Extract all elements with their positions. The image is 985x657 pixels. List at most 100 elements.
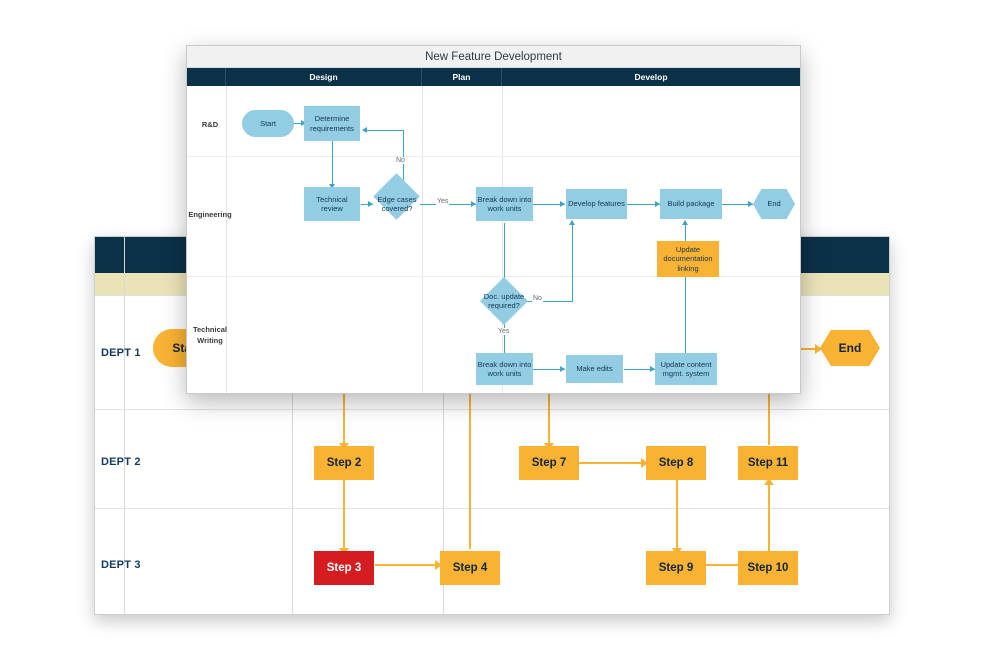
fg-connector bbox=[572, 223, 574, 302]
bg-node-step-7[interactable]: Step 7 bbox=[519, 446, 579, 480]
fg-arrowhead bbox=[650, 365, 655, 372]
bg-node-step-2[interactable]: Step 2 bbox=[314, 446, 374, 480]
fg-arrowhead bbox=[328, 184, 335, 189]
fg-edge-label-yes-docupdate: Yes bbox=[497, 328, 511, 335]
fg-node-line: Update bbox=[675, 244, 701, 254]
fg-node-update-documentation-linking[interactable]: Update documentation linking bbox=[657, 241, 719, 277]
bg-node-step-10[interactable]: Step 10 bbox=[738, 551, 798, 585]
fg-connector-no-loop bbox=[403, 130, 405, 182]
fg-node-line: Break down into bbox=[477, 359, 532, 369]
fg-column-divider bbox=[502, 86, 503, 393]
fg-node-line: Technical bbox=[316, 194, 348, 204]
fg-connector bbox=[525, 301, 573, 303]
bg-arrowhead bbox=[435, 560, 442, 570]
fg-connector bbox=[504, 322, 506, 358]
card-title: New Feature Development bbox=[187, 46, 800, 68]
fg-arrowhead bbox=[560, 365, 565, 372]
phase-header-plan: Plan bbox=[422, 68, 502, 86]
fg-node-start[interactable]: Start bbox=[242, 110, 294, 137]
bg-column-divider bbox=[292, 237, 293, 614]
new-feature-development-card[interactable]: New Feature Development Design Plan Deve… bbox=[186, 45, 801, 394]
fg-lane-label-techwriting-line2: Writing bbox=[197, 335, 223, 345]
fg-arrowhead bbox=[362, 126, 367, 133]
bg-node-step-8[interactable]: Step 8 bbox=[646, 446, 706, 480]
bg-lane-label-dept-2: DEPT 2 bbox=[101, 456, 141, 468]
fg-node-end[interactable]: End bbox=[753, 189, 795, 219]
bg-column-divider bbox=[124, 237, 125, 614]
bg-connector bbox=[768, 480, 770, 556]
bg-connector bbox=[579, 462, 647, 464]
fg-node-develop-features[interactable]: Develop features bbox=[566, 189, 627, 219]
fg-node-determine-requirements[interactable]: Determine requirements bbox=[304, 106, 360, 141]
bg-node-step-11[interactable]: Step 11 bbox=[738, 446, 798, 480]
fg-connector-no-loop bbox=[365, 130, 404, 132]
bg-node-step-9[interactable]: Step 9 bbox=[646, 551, 706, 585]
phase-header-blank bbox=[187, 68, 226, 86]
fg-node-line: Edge cases bbox=[377, 194, 417, 204]
bg-node-step-4[interactable]: Step 4 bbox=[440, 551, 500, 585]
fg-node-edge-cases-covered-label: Edge cases covered? bbox=[369, 192, 425, 216]
fg-column-divider bbox=[226, 86, 227, 393]
bg-connector bbox=[343, 362, 345, 450]
phase-header-row: Design Plan Develop bbox=[187, 68, 800, 86]
fg-node-line: work units bbox=[487, 369, 522, 378]
fg-lane-label-techwriting-line1: Technical bbox=[192, 325, 228, 334]
fg-connector bbox=[361, 204, 373, 206]
fg-connector bbox=[685, 255, 687, 359]
fg-node-line: Break down into bbox=[477, 194, 532, 204]
fg-edge-label-no-docupdate: No bbox=[532, 295, 543, 302]
fg-connector bbox=[532, 369, 565, 371]
fg-connector bbox=[685, 223, 687, 241]
bg-lane-label-dept-3: DEPT 3 bbox=[101, 559, 141, 571]
fg-node-doc-update-required-label: Doc. update required? bbox=[475, 289, 533, 313]
bg-connector bbox=[375, 564, 441, 566]
bg-arrowhead bbox=[815, 344, 822, 354]
bg-lane-divider bbox=[95, 508, 889, 509]
fg-connector bbox=[722, 204, 753, 206]
fg-arrowhead bbox=[681, 220, 688, 225]
fg-node-break-down-work-units-techwriting[interactable]: Break down into work units bbox=[476, 353, 533, 385]
fg-connector bbox=[293, 123, 305, 125]
fg-node-technical-review[interactable]: Technical review bbox=[304, 187, 360, 221]
fg-connector bbox=[624, 369, 655, 371]
phase-header-design: Design bbox=[226, 68, 422, 86]
fg-node-line: required? bbox=[488, 301, 520, 310]
fg-node-line: work units bbox=[487, 204, 522, 213]
bg-column-divider bbox=[443, 237, 444, 614]
fg-arrowhead bbox=[301, 119, 306, 126]
bg-lane-label-dept-1: DEPT 1 bbox=[101, 347, 141, 359]
fg-lane-label-engineering: Engineering bbox=[188, 210, 232, 219]
fg-node-line: covered? bbox=[381, 204, 413, 213]
fg-node-line: Determine bbox=[314, 114, 350, 124]
fg-arrowhead bbox=[748, 200, 753, 207]
fg-arrowhead bbox=[471, 200, 476, 207]
fg-node-build-package[interactable]: Build package bbox=[660, 189, 722, 219]
fg-connector bbox=[532, 204, 565, 206]
bg-lane-divider bbox=[95, 409, 889, 410]
fg-node-make-edits[interactable]: Make edits bbox=[566, 355, 623, 383]
fg-node-line: mgmt. system bbox=[662, 369, 710, 378]
bg-node-step-3[interactable]: Step 3 bbox=[314, 551, 374, 585]
fg-node-line: documentation bbox=[663, 254, 713, 264]
fg-node-line: Update content bbox=[660, 359, 712, 369]
bg-connector bbox=[795, 348, 821, 350]
fg-connector bbox=[504, 223, 506, 297]
fg-node-update-content-mgmt-system[interactable]: Update content mgmt. system bbox=[655, 353, 717, 385]
fg-connector bbox=[627, 204, 660, 206]
bg-node-end[interactable]: End bbox=[820, 330, 880, 366]
fg-edge-label-no-edgecases: No bbox=[395, 157, 406, 164]
fg-node-line: review bbox=[321, 204, 343, 213]
fg-node-line: requirements bbox=[310, 123, 354, 133]
fg-arrowhead bbox=[568, 220, 575, 225]
phase-header-develop: Develop bbox=[634, 72, 668, 82]
bg-connector bbox=[676, 480, 678, 556]
fg-lane-divider bbox=[187, 276, 800, 277]
bg-arrowhead bbox=[764, 478, 774, 485]
fg-node-break-down-work-units-engineering[interactable]: Break down into work units bbox=[476, 187, 533, 221]
fg-arrowhead bbox=[560, 200, 565, 207]
fg-arrowhead bbox=[655, 200, 660, 207]
fg-lane-label-rnd: R&D bbox=[201, 120, 219, 129]
bg-connector bbox=[343, 480, 345, 556]
fg-node-line: linking bbox=[677, 263, 699, 273]
